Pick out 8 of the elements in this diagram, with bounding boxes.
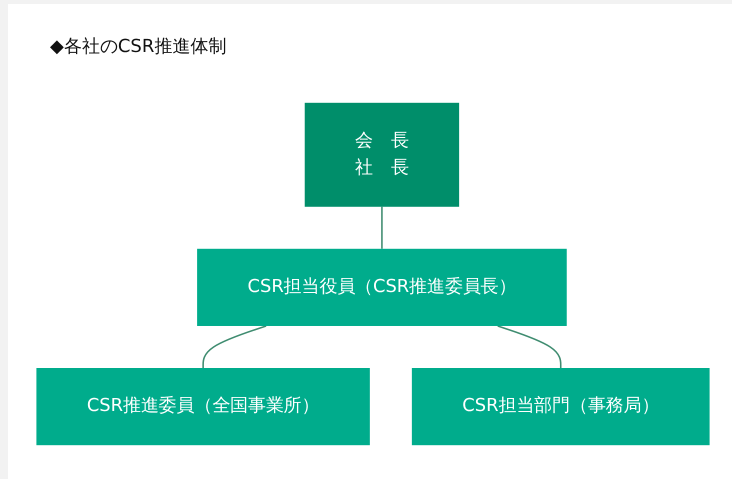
connector xyxy=(202,325,266,368)
node-box: CSR推進委員（全国事業所） xyxy=(36,368,370,446)
node-box: CSR担当役員（CSR推進委員長） xyxy=(197,248,567,326)
connector xyxy=(381,206,383,249)
diagram-title: ◆各社のCSR推進体制 xyxy=(50,35,226,58)
connector xyxy=(497,325,562,368)
node-box: 会 長 社 長 xyxy=(304,102,460,207)
node-box: CSR担当部門（事務局） xyxy=(412,368,710,446)
